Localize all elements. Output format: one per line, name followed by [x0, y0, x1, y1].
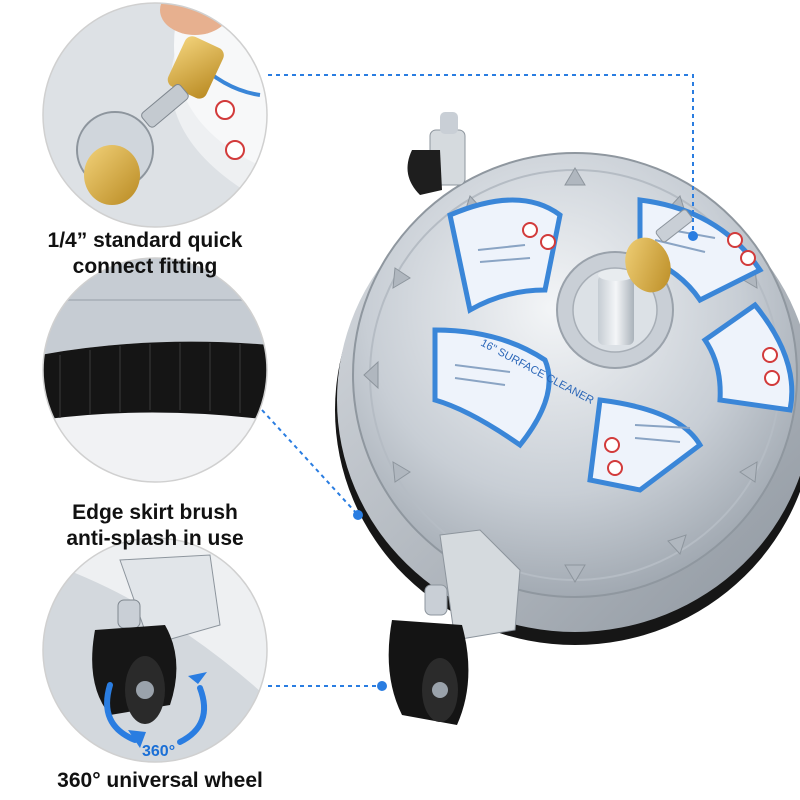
brush-label-line2: anti-splash in use [66, 527, 244, 550]
brush-skirt-closeup [42, 257, 268, 483]
fitting-label-line2: connect fitting [72, 255, 218, 278]
caster-wheel-closeup [42, 537, 268, 763]
fitting-label: 1/4” standard quick connect fitting [0, 228, 305, 280]
wheel-label: 360° universal wheel [0, 768, 320, 794]
leader-lines [261, 74, 694, 687]
rotation-arrows-icon [104, 682, 207, 745]
brush-label-line1: Edge skirt brush [72, 501, 238, 524]
fitting-label-line1: 1/4” standard quick [47, 229, 243, 252]
rotation-label: 360° [142, 743, 176, 760]
brush-label: Edge skirt brush anti-splash in use [0, 500, 315, 552]
quick-connect-closeup [42, 2, 268, 228]
surface-cleaner: 16" SURFACE CLEANER [335, 112, 800, 725]
wheel-label-line1: 360° universal wheel [57, 769, 263, 792]
